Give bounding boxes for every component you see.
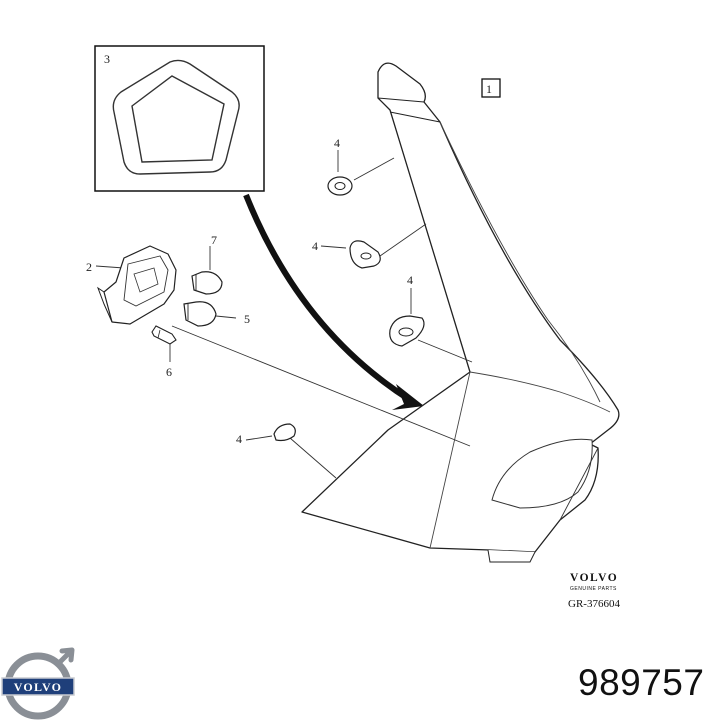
- logo-band: [1, 677, 75, 696]
- callout-1: 1: [486, 82, 492, 96]
- lens-inner: [491, 438, 593, 509]
- callout-7: 7: [211, 233, 217, 247]
- footer-subtitle: GENUINE PARTS: [570, 586, 617, 592]
- detail-box-gasket: 3: [94, 45, 265, 192]
- callout-1-box: [481, 78, 501, 98]
- callout-4b: 4: [312, 239, 318, 253]
- callout-5: 5: [244, 312, 250, 326]
- grommet-lower: 4: [389, 273, 425, 347]
- leader-lines: [95, 150, 473, 479]
- grommet-middle: 4: [312, 239, 381, 269]
- diagram-code: GR-376604: [568, 598, 620, 610]
- tail-light-housing: 1: [301, 62, 620, 563]
- logo-wordmark: VOLVO: [14, 680, 62, 694]
- gasket-inner: [131, 75, 225, 163]
- bulb-holder: 2: [86, 245, 177, 325]
- part-number: 989757: [578, 662, 705, 703]
- logo-arrow: [55, 647, 75, 667]
- callout-4d: 4: [236, 432, 242, 446]
- bulb-upper: 7: [191, 233, 223, 295]
- bulb-lower: 5: [183, 301, 250, 327]
- genuine-parts-mark: VOLVO GENUINE PARTS GR-376604: [568, 572, 620, 610]
- grommet-small: 4: [236, 423, 296, 446]
- callout-4a: 4: [334, 136, 340, 150]
- callout-4c: 4: [407, 273, 413, 287]
- housing-outline: [301, 62, 620, 553]
- volvo-logo: VOLVO: [1, 647, 75, 720]
- pin-bulb: 6: [151, 325, 177, 379]
- callout-3: 3: [104, 52, 110, 66]
- callout-2: 2: [86, 260, 92, 274]
- grommet-top: 4: [327, 136, 353, 196]
- footer-brand: VOLVO: [570, 572, 618, 584]
- callout-6: 6: [166, 365, 172, 379]
- detail-arrow: [243, 193, 424, 410]
